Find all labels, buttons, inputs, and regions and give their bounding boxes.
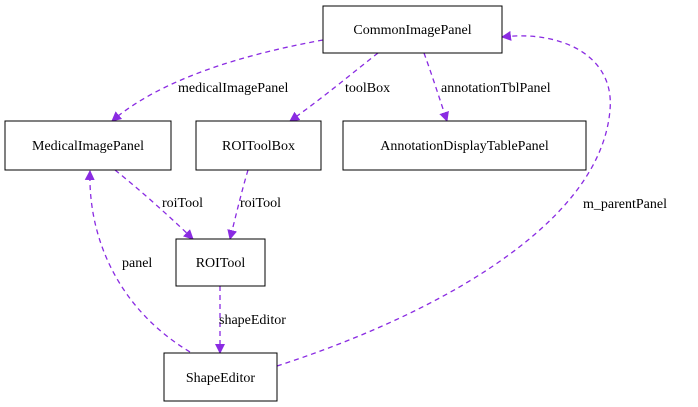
label-medical-image-panel: medicalImagePanel <box>178 81 289 96</box>
edge-toolbox <box>289 52 379 122</box>
label-panel: panel <box>122 256 152 271</box>
label-roitool-toolbox: roiTool <box>240 196 281 211</box>
node-medical-image-panel: MedicalImagePanel <box>4 120 172 171</box>
node-label: AnnotationDisplayTablePanel <box>380 139 549 154</box>
edge-medical-image-panel <box>111 39 324 122</box>
edge-roitool-from-medical <box>114 169 194 240</box>
node-label: CommonImagePanel <box>353 23 471 38</box>
node-label: ROIToolBox <box>222 139 295 154</box>
node-annotation-display-table-panel: AnnotationDisplayTablePanel <box>342 120 587 171</box>
label-roitool-medical: roiTool <box>162 196 203 211</box>
edges <box>84 30 611 367</box>
node-shape-editor: ShapeEditor <box>163 352 278 402</box>
node-label: ROITool <box>196 256 246 271</box>
label-m-parent-panel: m_parentPanel <box>583 197 667 212</box>
edge-m-parent-panel <box>276 30 611 367</box>
node-label: MedicalImagePanel <box>32 139 144 154</box>
edge-annotation-tbl-panel <box>423 52 449 122</box>
edge-labels: medicalImagePanel toolBox annotationTblP… <box>122 81 667 328</box>
edge-panel <box>84 170 191 353</box>
node-common-image-panel: CommonImagePanel <box>322 5 503 54</box>
node-label: ShapeEditor <box>186 371 256 386</box>
label-shape-editor: shapeEditor <box>219 313 286 328</box>
edge-roitool-from-toolbox <box>227 169 249 240</box>
node-roi-tool: ROITool <box>175 238 266 287</box>
node-roi-toolbox: ROIToolBox <box>195 120 322 171</box>
label-annotation-tbl-panel: annotationTblPanel <box>441 81 551 96</box>
label-toolbox: toolBox <box>345 81 390 96</box>
